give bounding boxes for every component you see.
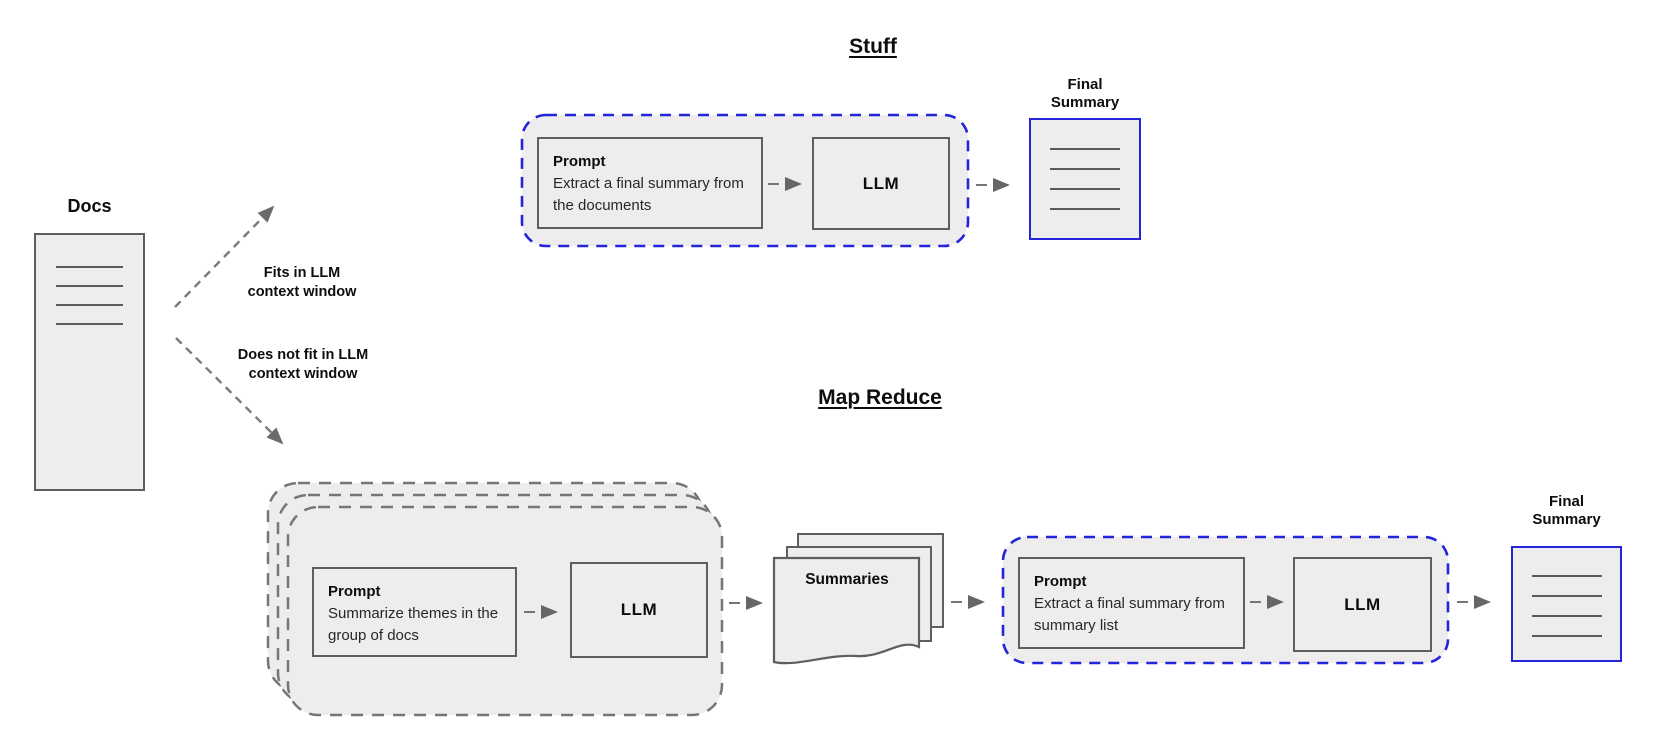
fits-arrow: [174, 205, 275, 308]
stuff-title: Stuff: [849, 35, 897, 58]
reduce-final-line1: Final: [1548, 493, 1584, 510]
reduce-final-line2: Summary: [1532, 511, 1601, 528]
arrowhead-icon: [746, 596, 763, 610]
stuff-llm-to-final-arrow: [976, 178, 1010, 192]
dash-segment: [1250, 601, 1261, 603]
dash-segment: [768, 183, 779, 185]
dash-segment: [1457, 601, 1468, 603]
fits-branch-label: Fits in LLM context window: [202, 264, 402, 302]
document-lines-icon: [1513, 575, 1620, 655]
map-prompt-to-llm-arrow: [524, 605, 558, 619]
reduce-llm-to-final-arrow: [1457, 595, 1491, 609]
no-fit-branch-line2: context window: [248, 366, 358, 382]
docs-document: [34, 233, 145, 491]
dash-segment: [729, 602, 740, 604]
dash-segment: [976, 184, 987, 186]
docs-label: Docs: [67, 196, 112, 216]
reduce-prompt-body: Extract a final summary from summary lis…: [1034, 595, 1225, 634]
reduce-llm-box: LLM: [1293, 557, 1432, 652]
reduce-final-summary-document: [1511, 546, 1622, 662]
map-prompt-heading: Prompt: [328, 583, 381, 600]
map-prompt-box: Prompt Summarize themes in the group of …: [312, 567, 517, 657]
stuff-prompt-to-llm-arrow: [768, 177, 802, 191]
arrowhead-icon: [993, 178, 1010, 192]
summaries-to-reduce-arrow: [951, 595, 985, 609]
document-lines-icon: [1031, 148, 1139, 228]
arrowhead-icon: [1267, 595, 1284, 609]
map-reduce-title: Map Reduce: [818, 386, 942, 409]
document-lines-icon: [36, 266, 143, 342]
dash-segment: [951, 601, 962, 603]
dash-segment: [524, 611, 535, 613]
map-to-summaries-arrow: [729, 596, 763, 610]
stuff-prompt-heading: Prompt: [553, 153, 606, 170]
fits-branch-line1: Fits in LLM: [263, 265, 341, 281]
stuff-final-line1: Final: [1067, 76, 1103, 93]
stuff-final-summary-document: [1029, 118, 1141, 240]
map-prompt-body: Summarize themes in the group of docs: [328, 605, 499, 644]
summaries-label: Summaries: [805, 571, 889, 588]
reduce-prompt-heading: Prompt: [1034, 573, 1087, 590]
stuff-final-line2: Summary: [1050, 94, 1120, 111]
fits-branch-line2: context window: [247, 284, 357, 300]
summaries-page-front: [772, 556, 921, 665]
map-llm-box: LLM: [570, 562, 708, 658]
does-not-fit-arrow: [175, 337, 284, 445]
no-fit-branch-label: Does not fit in LLM context window: [203, 346, 403, 384]
map-llm-label: LLM: [620, 600, 658, 619]
stuff-llm-label: LLM: [862, 173, 900, 193]
stuff-final-summary-label: Final Summary: [1029, 76, 1141, 112]
stuff-prompt-body: Extract a final summary from the documen…: [553, 175, 744, 214]
no-fit-branch-line1: Does not fit in LLM: [237, 347, 369, 363]
arrowhead-icon: [541, 605, 558, 619]
branch-arrows: [174, 205, 284, 445]
stuff-llm-box: LLM: [812, 137, 950, 230]
arrowhead-icon: [968, 595, 985, 609]
stuff-prompt-box: Prompt Extract a final summary from the …: [537, 137, 763, 229]
arrowhead-icon: [785, 177, 802, 191]
reduce-prompt-to-llm-arrow: [1250, 595, 1284, 609]
reduce-llm-label: LLM: [1344, 594, 1381, 614]
reduce-prompt-box: Prompt Extract a final summary from summ…: [1018, 557, 1245, 649]
reduce-final-summary-label: Final Summary: [1511, 493, 1622, 529]
arrowhead-icon: [1474, 595, 1491, 609]
